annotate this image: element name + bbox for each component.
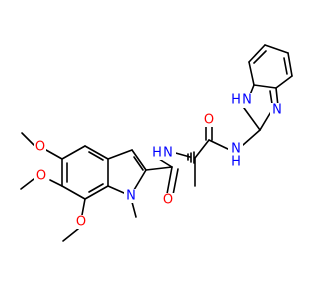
bond [45, 149, 63, 160]
bond [208, 139, 231, 151]
stereo-wedge [187, 151, 195, 164]
bond [84, 185, 109, 200]
atom-n-benzimidazole-h: N [242, 93, 252, 108]
bond [248, 44, 266, 63]
bond [283, 57, 288, 75]
bond [61, 185, 86, 200]
bond [133, 169, 147, 191]
atom-o-carbonyl-alanine: O [204, 113, 214, 128]
atom-o-carbonyl-indole: O [163, 193, 173, 208]
bond [107, 149, 133, 160]
atom-o-methoxy-7: O [76, 215, 86, 230]
bond [166, 166, 173, 195]
bond [287, 52, 293, 77]
bond [248, 61, 255, 86]
bond [194, 139, 210, 159]
bond [61, 145, 86, 160]
atom-labels: O O O N O H N O N H H N N [34, 93, 284, 230]
bond [269, 90, 273, 105]
atom-o-methoxy-6: O [36, 169, 46, 184]
bond [49, 179, 63, 187]
bond [264, 44, 289, 54]
bond [253, 50, 267, 64]
bond [145, 166, 173, 171]
bond [275, 75, 293, 89]
atom-n-indole: N [126, 189, 136, 204]
atom-o-methoxy-5: O [35, 140, 45, 155]
bond [131, 201, 137, 218]
bond [20, 178, 35, 190]
molecule-structure-diagram: O O O N O H N O N H H N N [20, 44, 293, 242]
bond [131, 149, 147, 171]
bond [253, 84, 277, 89]
bond [88, 151, 104, 161]
bond [84, 145, 109, 160]
bond [21, 132, 35, 146]
atom-n-amide-2: N [231, 142, 241, 157]
bond [107, 185, 125, 194]
bond [172, 168, 179, 196]
bond [62, 228, 79, 242]
atom-h-amide-2: H [231, 155, 241, 170]
bond [242, 129, 261, 146]
atom-h-benzimidazole: H [231, 93, 241, 108]
atom-n-amide-1: N [163, 146, 173, 161]
bond [133, 156, 144, 171]
bond [243, 107, 261, 131]
bond [158, 158, 173, 168]
bond [88, 183, 104, 193]
bonds [20, 44, 293, 242]
atom-h-amide-1: H [152, 146, 162, 161]
bond [81, 198, 86, 216]
atom-n-benzimidazole: N [272, 103, 282, 118]
